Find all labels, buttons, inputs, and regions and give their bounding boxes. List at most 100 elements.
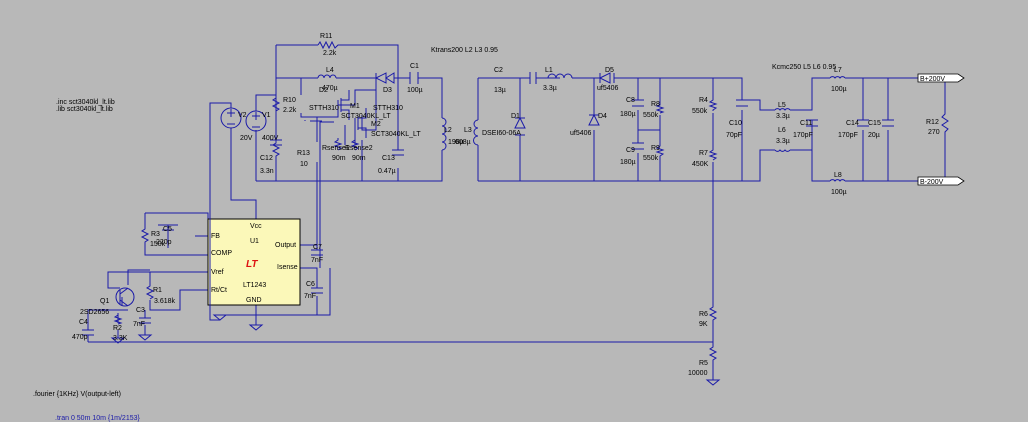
svg-text:Rsense1: Rsense1 — [322, 145, 350, 152]
svg-text:B+200V: B+200V — [920, 76, 945, 83]
r9-symbol — [655, 143, 665, 158]
svg-text:180µ: 180µ — [620, 159, 636, 166]
svg-text:7nF: 7nF — [304, 293, 316, 300]
svg-text:10000: 10000 — [688, 370, 708, 377]
svg-text:198µ: 198µ — [448, 139, 464, 146]
r3-symbol — [140, 226, 150, 248]
svg-text:L3: L3 — [464, 127, 472, 134]
svg-text:10: 10 — [300, 161, 308, 168]
r5-symbol — [708, 343, 718, 366]
d5-symbol — [598, 72, 615, 84]
r6-symbol — [708, 305, 718, 322]
lt-logo-icon: LT — [246, 259, 258, 270]
svg-text:Isense: Isense — [277, 264, 298, 271]
svg-text:180µ: 180µ — [620, 111, 636, 118]
component-symbols — [82, 40, 949, 366]
svg-text:C15: C15 — [868, 120, 881, 127]
port-b-plus[interactable]: B+200V — [917, 73, 965, 83]
c9-symbol — [632, 142, 644, 150]
svg-text:R7: R7 — [699, 150, 708, 157]
svg-text:170pF: 170pF — [793, 132, 813, 139]
svg-text:Vref: Vref — [211, 269, 224, 276]
svg-text:R8: R8 — [651, 101, 660, 108]
svg-text:C7: C7 — [313, 244, 322, 251]
c15-symbol — [882, 119, 894, 127]
svg-text:7nF: 7nF — [311, 257, 323, 264]
svg-text:R3: R3 — [151, 231, 160, 238]
component-labels: R11 2.2k L4 470µ D2 STTH310 D3 STTH310 C… — [72, 33, 940, 377]
svg-text:20µ: 20µ — [868, 132, 880, 139]
svg-text:Vcc: Vcc — [250, 223, 262, 230]
rsense1-symbol — [333, 138, 343, 151]
svg-text:L8: L8 — [834, 172, 842, 179]
svg-text:LT1243: LT1243 — [243, 282, 266, 289]
l6-symbol — [774, 149, 791, 152]
r7-symbol — [708, 148, 718, 161]
spice-directives[interactable]: .inc sct3040kl_lt.lib .lib sct3040kl_lt.… — [33, 99, 140, 422]
q1-symbol — [115, 287, 135, 307]
svg-text:.tran 0 50m 10m {1m/2153}: .tran 0 50m 10m {1m/2153} — [55, 415, 140, 422]
c7-symbol — [311, 249, 323, 256]
port-b-minus[interactable]: B-200V — [917, 176, 965, 186]
l3-symbol — [473, 119, 479, 146]
svg-text:400V: 400V — [262, 135, 279, 142]
svg-text:L6: L6 — [778, 127, 786, 134]
svg-text:70pF: 70pF — [726, 132, 742, 139]
svg-text:3.618k: 3.618k — [154, 298, 176, 305]
c1-symbol — [409, 72, 419, 84]
svg-text:C9: C9 — [626, 147, 635, 154]
svg-text:L4: L4 — [326, 67, 334, 74]
svg-text:C13: C13 — [382, 155, 395, 162]
svg-text:150k: 150k — [150, 241, 166, 248]
l5-symbol — [774, 108, 791, 111]
lt1243-ic[interactable]: Vcc U1 FB COMP Vref Rt/Ct Output Isense … — [207, 218, 301, 306]
svg-text:R13: R13 — [297, 150, 310, 157]
svg-text:C4: C4 — [79, 319, 88, 326]
svg-text:C1: C1 — [410, 63, 419, 70]
svg-text:R10: R10 — [283, 97, 296, 104]
c3-symbol — [139, 317, 151, 324]
svg-text:C8: C8 — [626, 97, 635, 104]
svg-text:3.3µ: 3.3µ — [543, 85, 557, 92]
svg-text:C12: C12 — [260, 155, 273, 162]
l8-symbol — [829, 179, 846, 182]
l4-symbol — [317, 74, 337, 79]
svg-text:D4: D4 — [598, 113, 607, 120]
r13-symbol — [271, 140, 281, 160]
d4-symbol — [588, 113, 600, 126]
r10-symbol — [271, 95, 281, 113]
svg-text:550k: 550k — [643, 112, 659, 119]
c8-symbol — [632, 99, 644, 107]
svg-text:.fourier {1KHz} V(output-left): .fourier {1KHz} V(output-left) — [33, 391, 121, 398]
r1-symbol — [145, 283, 155, 300]
svg-text:9K: 9K — [699, 321, 708, 328]
svg-text:C11: C11 — [800, 120, 812, 127]
svg-text:100µ: 100µ — [831, 86, 847, 93]
svg-text:2.2k: 2.2k — [323, 50, 337, 57]
svg-text:C14: C14 — [846, 120, 859, 127]
svg-text:STTH310: STTH310 — [309, 105, 339, 112]
c13-symbol — [392, 149, 404, 156]
svg-text:C3: C3 — [136, 307, 145, 314]
m2-symbol — [354, 108, 367, 138]
svg-text:FB: FB — [211, 233, 220, 240]
svg-text:D2: D2 — [319, 87, 328, 94]
svg-text:V1: V1 — [262, 112, 271, 119]
wires — [87, 44, 946, 380]
r11-symbol — [317, 40, 340, 50]
svg-text:470p: 470p — [72, 334, 88, 341]
svg-text:100µ: 100µ — [831, 189, 847, 196]
svg-text:R11: R11 — [320, 33, 332, 40]
svg-text:C5: C5 — [163, 226, 172, 233]
svg-text:SCT3040KL_LT: SCT3040KL_LT — [371, 131, 421, 138]
m1-symbol — [337, 90, 350, 120]
svg-text:R12: R12 — [926, 119, 939, 126]
svg-text:2.2k: 2.2k — [283, 107, 297, 114]
svg-text:L2: L2 — [444, 127, 452, 134]
svg-text:470µ: 470µ — [322, 85, 338, 92]
svg-text:Output: Output — [275, 242, 296, 249]
svg-text:.inc sct3040kl_lt.lib: .inc sct3040kl_lt.lib — [56, 99, 115, 106]
d2-symbol — [374, 72, 387, 84]
svg-text:Kcmc250 L5 L6 0.95: Kcmc250 L5 L6 0.95 — [772, 64, 836, 71]
svg-text:V2: V2 — [238, 112, 247, 119]
